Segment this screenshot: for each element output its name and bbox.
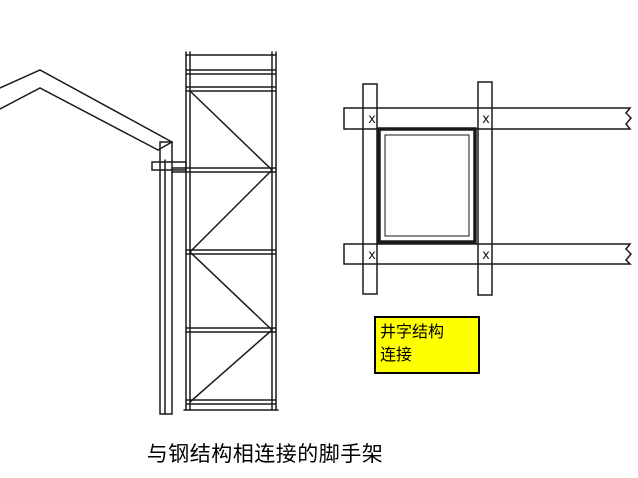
connection-label-box: 井字结构 连接 bbox=[374, 316, 480, 374]
steel-column-section-outer bbox=[377, 127, 477, 244]
steel-column bbox=[159, 141, 173, 415]
steel-column-section-inner bbox=[384, 134, 470, 237]
joint-mark-top-right: x bbox=[482, 112, 490, 127]
frame-post-right bbox=[477, 81, 493, 296]
roof-outer-line bbox=[0, 69, 173, 143]
scaffold-diagonal-brace bbox=[188, 90, 274, 403]
diagram-caption: 与钢结构相连接的脚手架 bbox=[146, 442, 384, 466]
frame-post-left bbox=[362, 83, 378, 295]
steel-structure bbox=[0, 69, 187, 415]
well-frame-connection bbox=[343, 81, 633, 296]
joint-markers: x x x x bbox=[368, 112, 490, 263]
roof-inner-line bbox=[0, 87, 159, 151]
joint-mark-top-left: x bbox=[368, 112, 376, 127]
scaffold-tower bbox=[171, 51, 279, 411]
joint-mark-bottom-right: x bbox=[482, 248, 490, 263]
frame-beam-bottom bbox=[343, 243, 633, 265]
joint-mark-bottom-left: x bbox=[368, 248, 376, 263]
column-bracket bbox=[151, 161, 187, 171]
